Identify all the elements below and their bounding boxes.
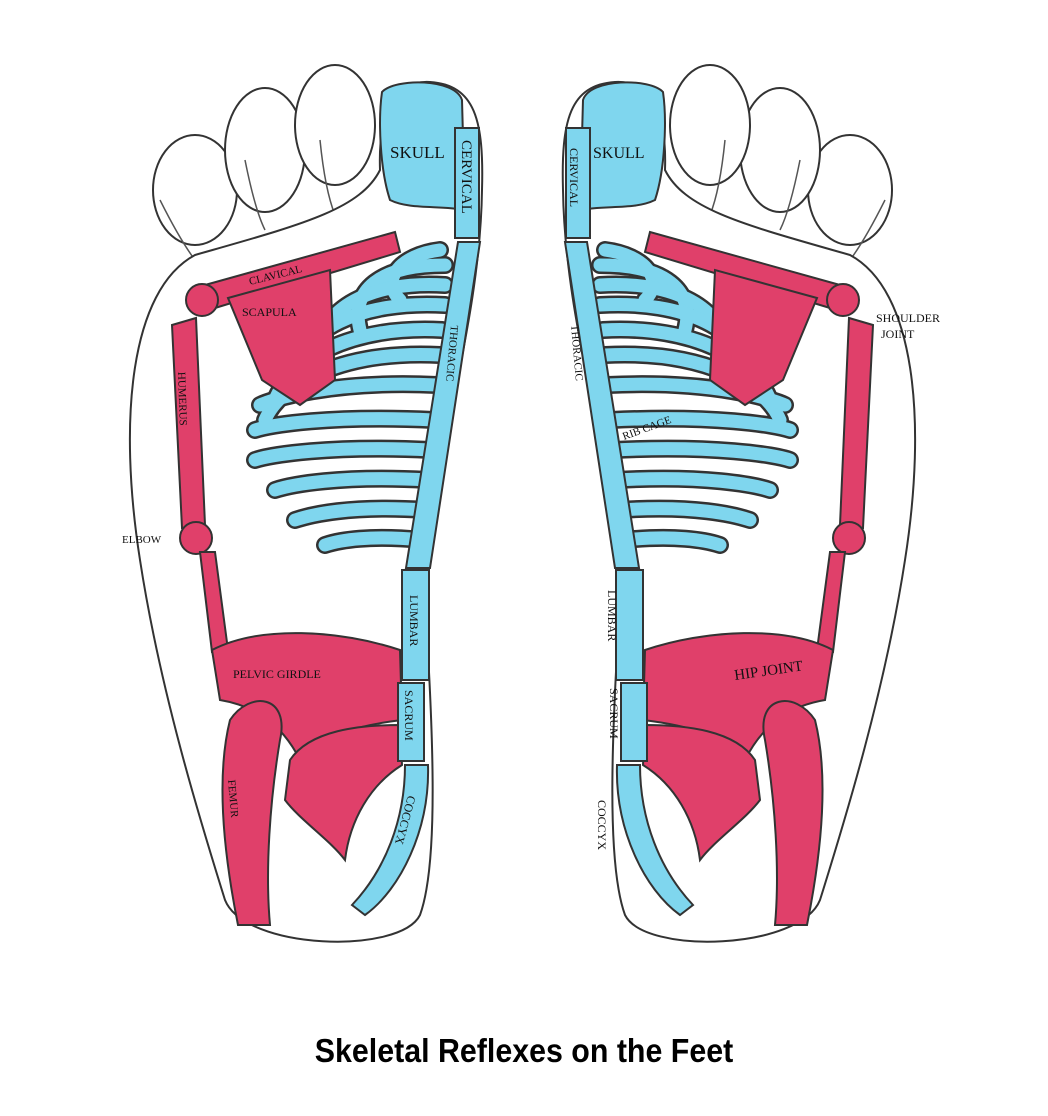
label-left-cervical: CERVICAL (458, 140, 474, 214)
label-left-femur: FEMUR (225, 779, 240, 818)
diagram-title: Skeletal Reflexes on the Feet (314, 1032, 734, 1069)
label-right-coccyx: COCCYX (595, 800, 609, 850)
label-left-skull: SKULL (390, 143, 445, 162)
label-right-skull: SKULL (593, 145, 645, 162)
right-foot (563, 65, 915, 942)
label-right-lumbar: LUMBAR (605, 590, 619, 641)
left-foot (130, 65, 482, 942)
label-left-scapula: SCAPULA (242, 305, 297, 319)
label-right-shoulder-joint-2: JOINT (881, 327, 915, 341)
label-left-humerus: HUMERUS (175, 372, 189, 426)
label-right-sacrum: SACRUM (607, 688, 621, 739)
label-left-elbow: ELBOW (122, 534, 162, 546)
label-left-pelvic-girdle: PELVIC GIRDLE (233, 667, 321, 681)
label-right-cervical: CERVICAL (567, 148, 581, 207)
label-left-thoracic: THORACIC (443, 325, 460, 382)
label-left-sacrum: SACRUM (402, 690, 416, 741)
label-right-thoracic: THORACIC (568, 324, 585, 381)
label-right-shoulder-joint: SHOULDER (876, 311, 940, 325)
label-left-lumbar: LUMBAR (407, 595, 421, 646)
